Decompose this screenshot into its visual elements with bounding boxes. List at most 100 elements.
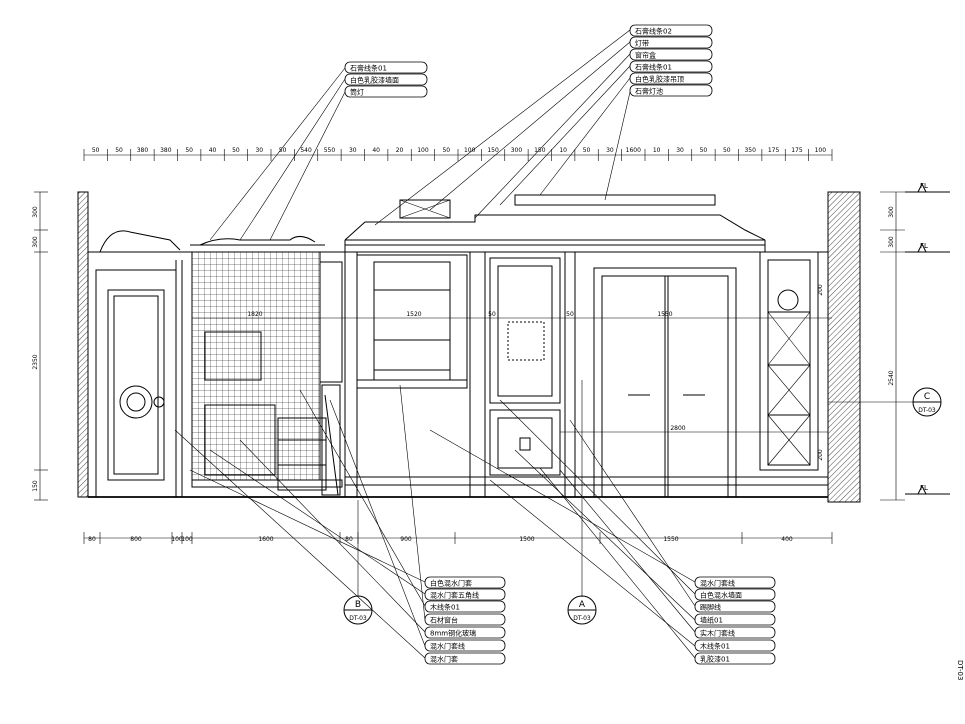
bottom-label-group-left: 白色混水门套 混水门套五角线 木线条01 石材窗台 8mm钢化玻璃 混水门套线 … [424, 576, 506, 665]
section-marker-a: A DT-03 [567, 380, 597, 625]
top-dim-label: 50 [442, 147, 450, 154]
tiled-wall-panel [191, 251, 321, 481]
label-bl-0: 白色混水门套 [430, 579, 472, 588]
bottom-leader-lines [174, 384, 696, 659]
top-dim-label: 550 [324, 147, 336, 154]
label-br-3: 墙纸01 [700, 616, 723, 625]
left-dim-1: 300 [32, 236, 39, 248]
top-label-group-right: 石膏线条02 灯带 窗帘盒 石膏线条01 白色乳胶漆吊顶 石膏灯池 [629, 24, 713, 97]
label-bl-1: 混水门套五角线 [430, 591, 479, 600]
top-dim-label: 30 [349, 147, 357, 154]
label-downlight: 筒灯 [350, 88, 364, 97]
label-white-latex-wall: 白色乳胶漆墙面 [350, 76, 399, 85]
bottom-dimension-line: 80 800 100 100 1600 80 900 1500 1550 400 [83, 532, 833, 544]
top-dim-label: 50 [92, 147, 100, 154]
svg-text:FL: FL [920, 484, 928, 492]
top-dim-label: 350 [744, 147, 756, 154]
top-dim-label: 40 [372, 147, 380, 154]
top-dim-label: 10 [559, 147, 567, 154]
label-br-1: 白色混水墙面 [700, 591, 742, 600]
top-dim-label: 100 [815, 147, 827, 154]
svg-text:1520: 1520 [406, 311, 421, 318]
top-dim-label: 100 [464, 147, 476, 154]
svg-text:C: C [924, 392, 930, 402]
svg-text:50: 50 [488, 311, 496, 318]
label-plaster-line-01b: 石膏线条01 [635, 63, 672, 72]
top-dim-label: 50 [115, 147, 123, 154]
svg-text:50: 50 [566, 311, 574, 318]
label-plaster-light-pool: 石膏灯池 [635, 87, 663, 96]
top-dim-label: 50 [232, 147, 240, 154]
top-dim-label: 1600 [626, 147, 641, 154]
label-bl-2: 木线条01 [430, 603, 460, 612]
svg-text:2800: 2800 [670, 425, 685, 432]
top-dim-label: 175 [768, 147, 780, 154]
ceiling-soffit [344, 214, 766, 241]
interior-dimension-row: 1820 1520 50 50 1550 2800 200 200 [192, 284, 832, 461]
window-frame [356, 254, 468, 389]
top-dim-label: 50 [700, 147, 708, 154]
bottom-dim-7: 1500 [519, 536, 534, 543]
bottom-dim-4: 1600 [258, 536, 273, 543]
label-br-2: 踢脚线 [700, 603, 721, 612]
top-label-group-left: 石膏线条01 白色乳胶漆墙面 筒灯 [344, 61, 428, 98]
left-door [95, 260, 183, 498]
top-dim-label: 380 [160, 147, 172, 154]
top-dim-label: 175 [791, 147, 803, 154]
top-dim-label: 40 [209, 147, 217, 154]
right-dim-0: 300 [888, 206, 895, 218]
svg-text:200: 200 [817, 284, 824, 296]
label-br-4: 实木门套线 [700, 629, 735, 638]
bottom-dim-1: 800 [130, 536, 142, 543]
svg-text:DT-03: DT-03 [918, 407, 936, 414]
bottom-label-group-right: 混水门套线 白色混水墙面 踢脚线 墙纸01 实木门套线 木线条01 乳胶漆01 [694, 576, 776, 665]
right-dimension-line: 300 300 2540 FL FL FL [880, 182, 950, 501]
svg-text:200: 200 [817, 449, 824, 461]
label-br-0: 混水门套线 [700, 579, 735, 588]
bottom-dim-5: 80 [345, 536, 353, 543]
label-curtain-box: 窗帘盒 [635, 51, 656, 60]
label-br-6: 乳胶漆01 [700, 655, 730, 664]
section-marker-b: B DT-03 [343, 500, 373, 625]
top-dim-label: 150 [487, 147, 499, 154]
crown-moulding-left [99, 230, 181, 253]
svg-text:DT-03: DT-03 [573, 615, 591, 622]
top-dim-label: 20 [396, 147, 404, 154]
top-dim-label: 540 [300, 147, 312, 154]
side-note: DT-03 [956, 660, 964, 680]
svg-text:FL: FL [920, 182, 928, 190]
bottom-dim-8: 1550 [663, 536, 678, 543]
label-light-strip: 灯带 [635, 39, 649, 48]
svg-text:FL: FL [920, 242, 928, 250]
svg-text:DT-03: DT-03 [349, 615, 367, 622]
bottom-dim-9: 400 [781, 536, 793, 543]
top-dim-label: 50 [185, 147, 193, 154]
top-dim-label: 300 [511, 147, 523, 154]
display-shelf [759, 251, 819, 471]
top-dim-label: 50 [583, 147, 591, 154]
label-bl-3: 石材窗台 [430, 616, 458, 625]
left-dim-3: 150 [32, 480, 39, 492]
top-dim-label: 150 [534, 147, 546, 154]
bottom-dim-6: 900 [400, 536, 412, 543]
svg-text:1820: 1820 [247, 311, 262, 318]
level-mark-ceiling: FL [905, 242, 950, 253]
bottom-dim-3: 100 [181, 536, 193, 543]
center-wall-panel [489, 252, 576, 497]
bottom-dim-0: 80 [88, 536, 96, 543]
double-door [593, 267, 737, 498]
top-dim-label: 30 [606, 147, 614, 154]
top-leader-lines [209, 29, 631, 241]
level-mark-floor: FL [905, 484, 950, 495]
left-dimension-line: 300 300 2350 150 [32, 191, 48, 501]
section-marker-c: C DT-03 [828, 387, 942, 417]
label-plaster-line-02: 石膏线条02 [635, 27, 672, 36]
label-br-5: 木线条01 [700, 642, 730, 651]
curtain-box [399, 199, 451, 219]
svg-text:B: B [355, 600, 361, 610]
label-bl-5: 混水门套线 [430, 642, 465, 651]
label-bl-4: 8mm钢化玻璃 [430, 629, 476, 638]
top-dim-label: 50 [723, 147, 731, 154]
